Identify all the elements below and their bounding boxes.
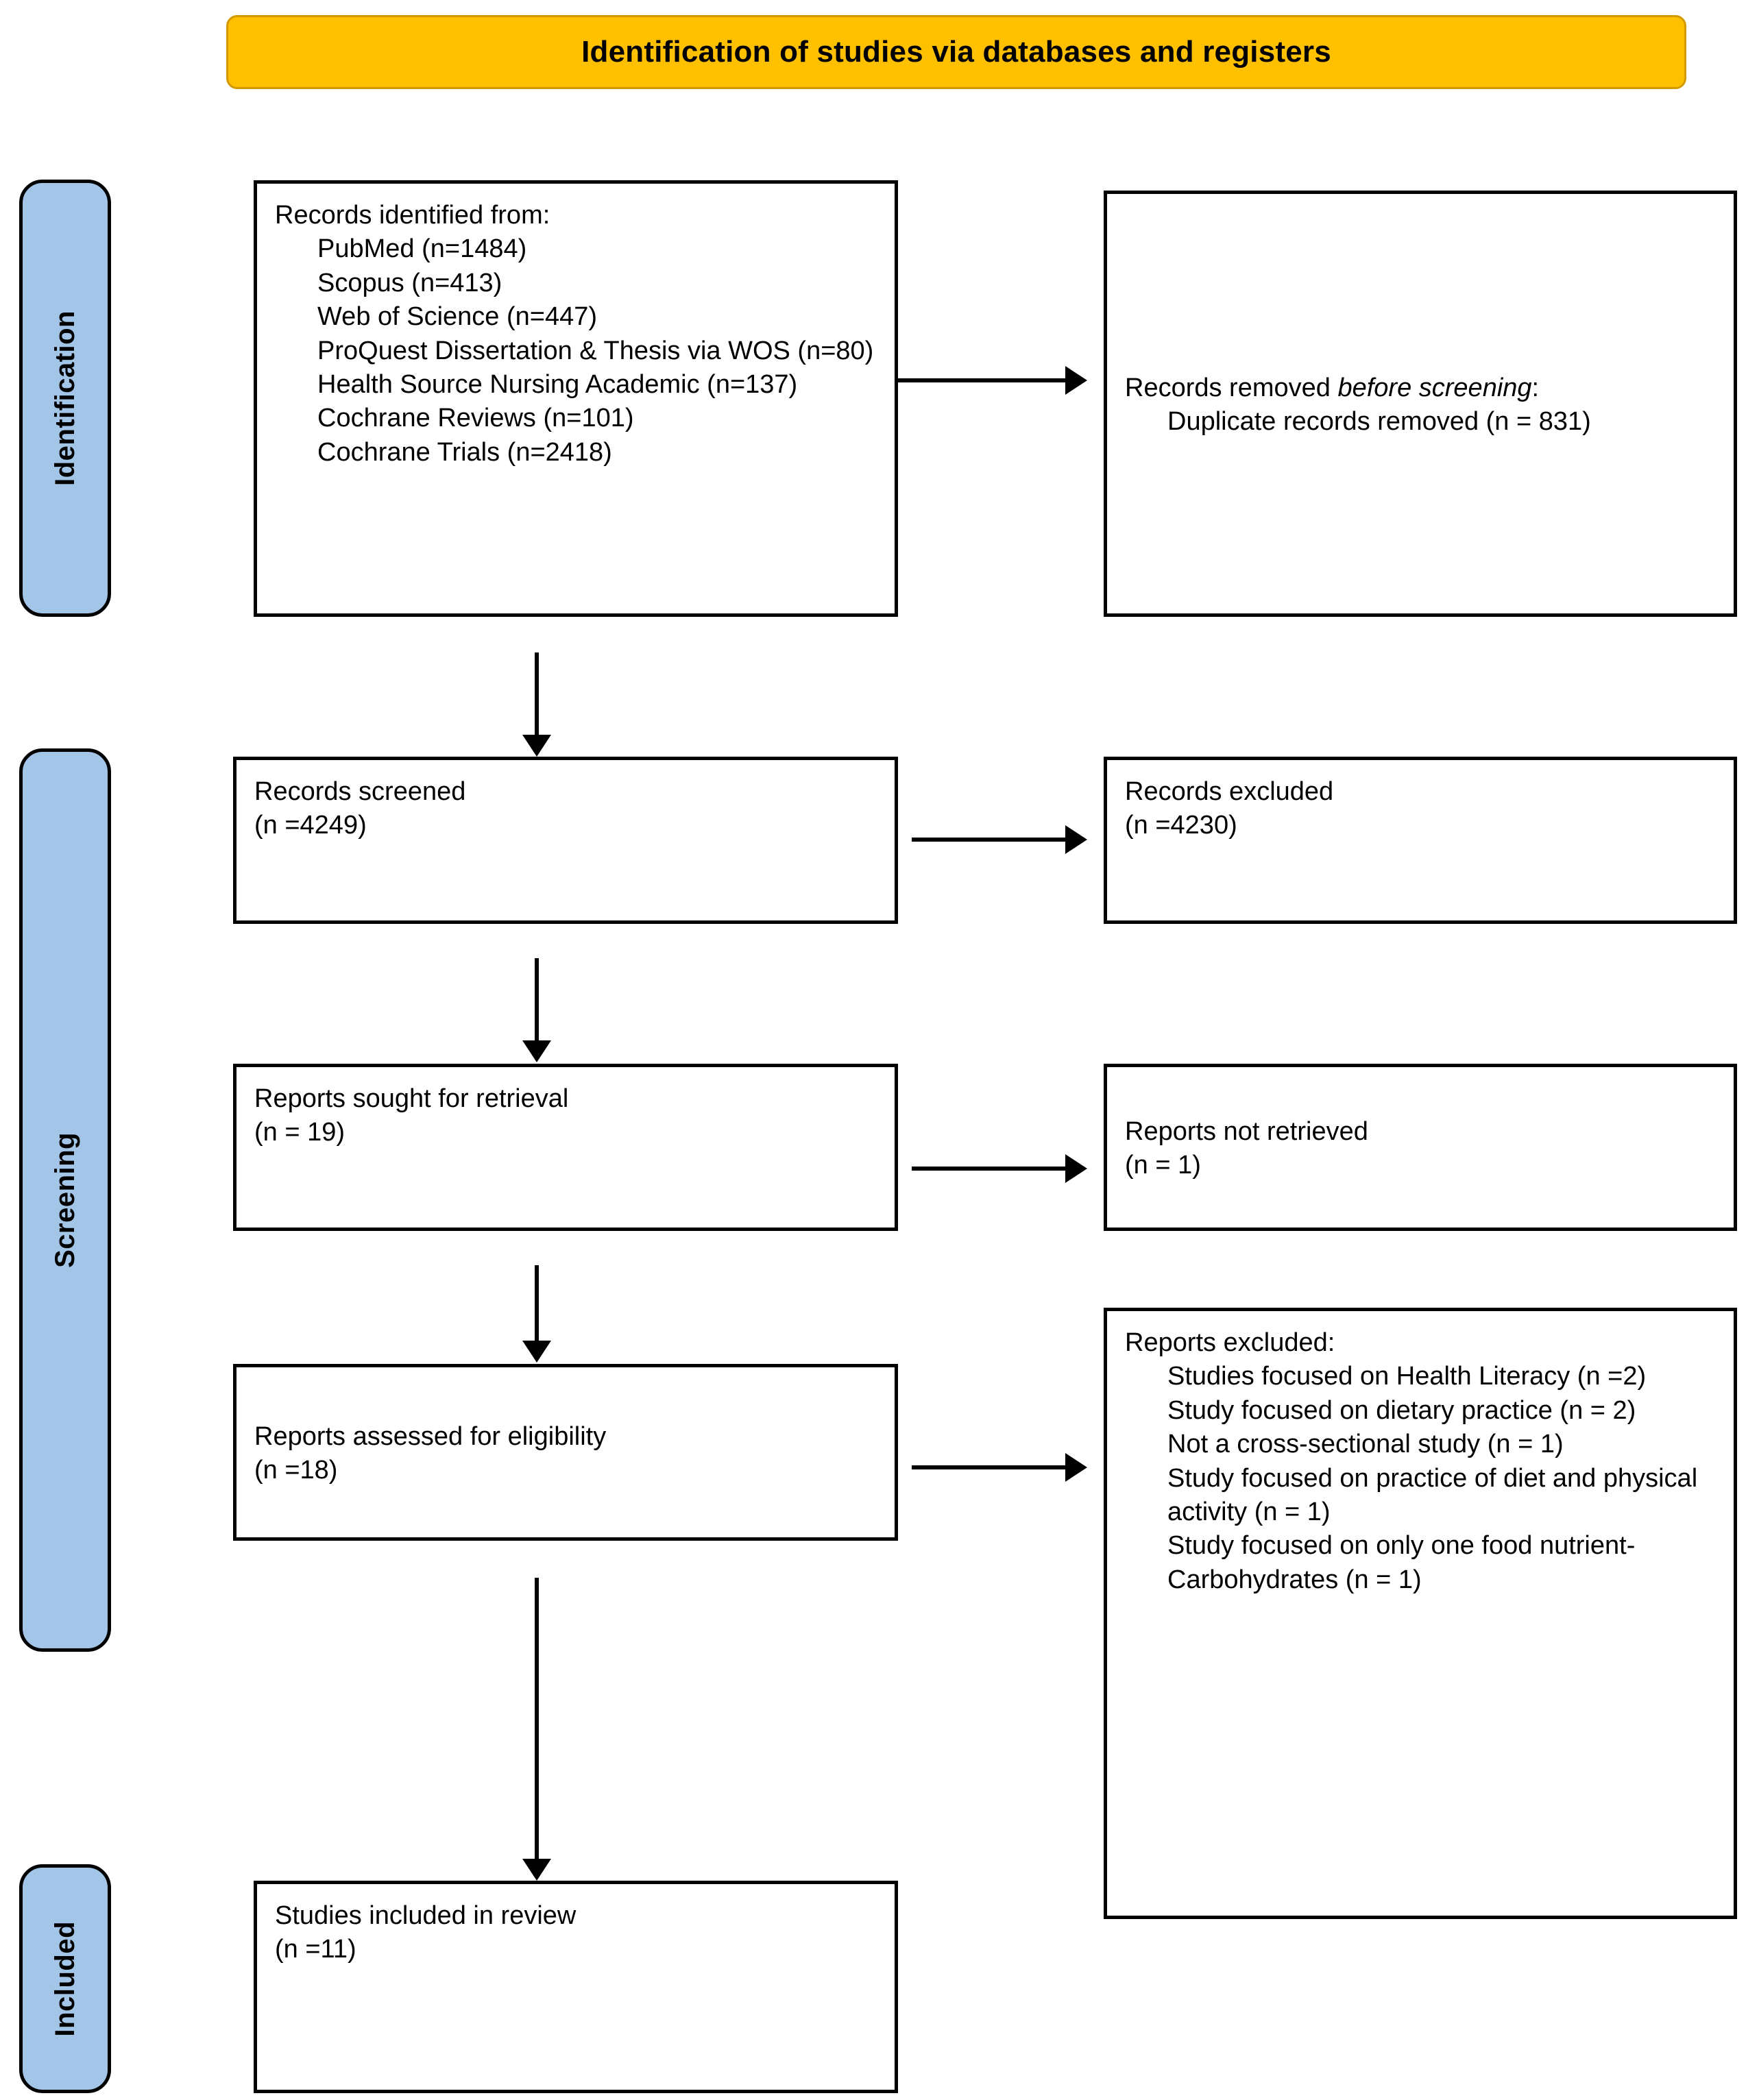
box-studies-included-in-review: Studies included in review (n =11) — [254, 1881, 898, 2093]
records-screened-count: (n =4249) — [254, 811, 367, 840]
box-records-identified: Records identified from: PubMed (n=1484)… — [254, 180, 898, 617]
arrow-eligibility-to-included — [535, 1578, 539, 1860]
exclusion-reason-health-literacy: Studies focused on Health Literacy (n =2… — [1167, 1362, 1647, 1391]
source-scopus: Scopus (n=413) — [317, 268, 502, 297]
studies-included-count: (n =11) — [275, 1935, 356, 1964]
studies-included-label: Studies included in review — [275, 1901, 577, 1930]
records-removed-title: Records removed before screening: — [1125, 373, 1540, 402]
source-cochrane-trials: Cochrane Trials (n=2418) — [317, 437, 612, 467]
duplicate-records-removed: Duplicate records removed (n = 831) — [1167, 407, 1591, 436]
records-excluded-count: (n =4230) — [1125, 811, 1237, 840]
reports-not-retrieved-count: (n = 1) — [1125, 1151, 1201, 1180]
box-records-excluded: Records excluded (n =4230) — [1104, 757, 1737, 924]
page-title: Identification of studies via databases … — [581, 34, 1331, 69]
arrow-sought-to-not-retrieved — [912, 1167, 1067, 1171]
phase-label-included: Included — [49, 1920, 80, 2037]
reports-sought-count: (n = 19) — [254, 1118, 345, 1147]
box-records-removed-before-screening: Records removed before screening: Duplic… — [1104, 191, 1737, 617]
phase-bar-identification: Identification — [19, 180, 111, 617]
phase-bar-screening: Screening — [19, 748, 111, 1652]
diagram-header-banner: Identification of studies via databases … — [226, 15, 1686, 89]
source-web-of-science: Web of Science (n=447) — [317, 302, 598, 332]
phase-label-identification: Identification — [49, 310, 80, 486]
records-screened-label: Records screened — [254, 777, 466, 806]
box-reports-excluded: Reports excluded: Studies focused on Hea… — [1104, 1308, 1737, 1919]
arrow-identified-to-screened — [535, 652, 539, 736]
box-records-screened: Records screened (n =4249) — [233, 757, 898, 924]
exclusion-reason-dietary-practice: Study focused on dietary practice (n = 2… — [1167, 1395, 1636, 1425]
exclusion-reason-not-cross-sectional: Not a cross-sectional study (n = 1) — [1167, 1430, 1564, 1459]
source-pubmed: PubMed (n=1484) — [317, 234, 527, 264]
box-reports-sought-for-retrieval: Reports sought for retrieval (n = 19) — [233, 1064, 898, 1231]
records-excluded-label: Records excluded — [1125, 777, 1334, 806]
arrow-eligibility-to-reports-excluded — [912, 1465, 1067, 1469]
records-identified-title: Records identified from: — [275, 201, 550, 230]
arrow-sought-to-eligibility — [535, 1265, 539, 1342]
box-reports-not-retrieved: Reports not retrieved (n = 1) — [1104, 1064, 1737, 1231]
arrow-screened-to-excluded — [912, 838, 1067, 842]
source-proquest: ProQuest Dissertation & Thesis via WOS (… — [317, 336, 874, 365]
exclusion-reason-diet-physical-activity: Study focused on practice of diet and ph… — [1167, 1463, 1698, 1526]
source-cochrane-reviews: Cochrane Reviews (n=101) — [317, 404, 634, 433]
source-health-source-nursing: Health Source Nursing Academic (n=137) — [317, 369, 798, 399]
phase-bar-included: Included — [19, 1864, 111, 2093]
reports-not-retrieved-label: Reports not retrieved — [1125, 1116, 1368, 1146]
arrow-screened-to-sought — [535, 958, 539, 1042]
box-reports-assessed-for-eligibility: Reports assessed for eligibility (n =18) — [233, 1364, 898, 1541]
reports-excluded-title: Reports excluded: — [1125, 1328, 1335, 1357]
reports-assessed-label: Reports assessed for eligibility — [254, 1421, 607, 1451]
phase-label-screening: Screening — [49, 1132, 80, 1268]
reports-sought-label: Reports sought for retrieval — [254, 1084, 569, 1113]
reports-assessed-count: (n =18) — [254, 1456, 338, 1485]
arrow-identified-to-removed — [897, 378, 1067, 382]
exclusion-reason-carbohydrates: Study focused on only one food nutrient-… — [1167, 1531, 1636, 1594]
